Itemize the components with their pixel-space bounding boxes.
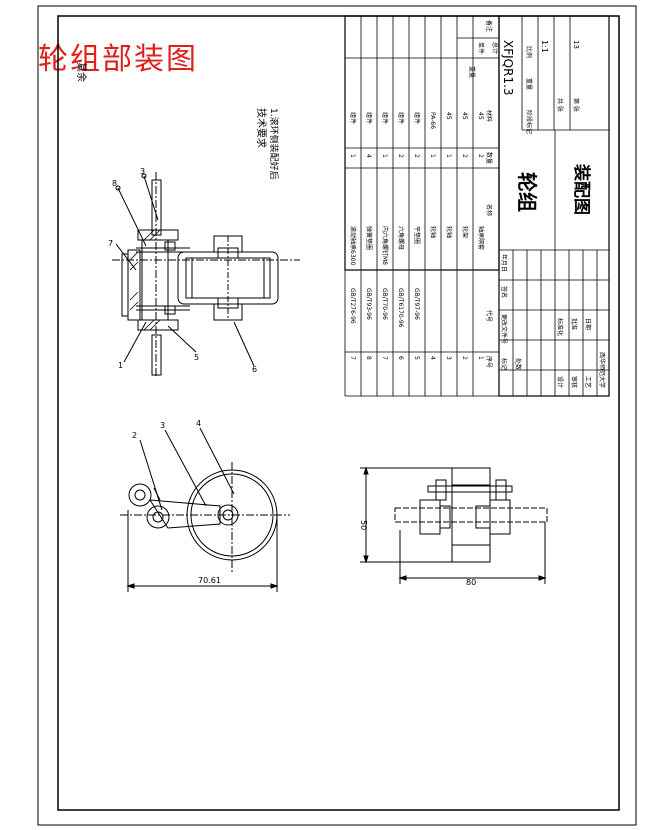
- balloon-2: 2: [132, 431, 137, 440]
- balloon-7: 7: [108, 239, 113, 248]
- bom-header-material: 材料: [485, 110, 493, 122]
- bom-header-weight: 重量: [468, 66, 476, 78]
- bom-row-5-name: 平垫圈: [413, 226, 421, 244]
- bom-header-total: 总计: [491, 42, 499, 54]
- tb-checker: 审核: [570, 376, 578, 388]
- dim-left-width: 70.61: [198, 576, 221, 585]
- bom-row-5-qty: 2: [413, 154, 420, 158]
- bom-row-5-code: GB/T97-96: [413, 288, 420, 320]
- scale-label: 比例: [525, 46, 533, 58]
- weight-label: 重量: [525, 78, 533, 90]
- tb-process: 工艺: [584, 376, 592, 388]
- tb-date: 年月日: [500, 254, 508, 272]
- sheet-number: 13: [572, 40, 580, 49]
- tb-change-doc: 更改文件号: [500, 314, 508, 344]
- tb-sign: 签名: [500, 286, 508, 298]
- bom-row-8-qty: 2: [461, 154, 468, 158]
- drawing-number: XFJQR1.3: [501, 40, 515, 96]
- bom-row-2-name: 弹簧垫圈: [365, 226, 373, 250]
- bom-row-1-mat: 组件: [349, 112, 357, 124]
- side-balloons: 2 3 4: [132, 419, 201, 440]
- top-view: [360, 466, 548, 584]
- title-sub: 装配图: [571, 163, 592, 215]
- bom-row-4-qty: 2: [397, 154, 404, 158]
- inner-frame: [57, 15, 620, 811]
- left-vertical-note: 其余: [75, 62, 88, 82]
- bom-row-9-no: 1: [477, 356, 484, 360]
- tb-standard: 标准化: [556, 318, 564, 336]
- bom-row-8-mat: 45: [461, 112, 468, 120]
- sheet-label: 第 张: [572, 98, 580, 112]
- balloon-8: 8: [112, 179, 117, 188]
- bom-row-6-name: 轮轴: [429, 226, 437, 238]
- dim-right-width: 80: [466, 578, 476, 587]
- section-balloons: 8 3 7 1 5 6: [108, 167, 257, 374]
- balloon-5: 5: [194, 353, 199, 362]
- tb-zones: 处数: [514, 358, 522, 370]
- tb-date2: 日期: [584, 318, 592, 330]
- tech-heading: 技术要求: [255, 108, 268, 148]
- bom-row-4-code: GB/T6170-96: [397, 288, 404, 328]
- bom-header-name: 名称: [485, 204, 493, 216]
- bom-row-2-mat: 组件: [365, 112, 373, 124]
- bom-row-9-mat: 45: [477, 112, 484, 120]
- bom-row-3-code: GB/T70-96: [381, 288, 388, 320]
- bom-row-2-code: GB/T93-96: [365, 288, 372, 320]
- bom-header-code: 代号: [485, 310, 493, 322]
- bom-row-8-no: 2: [461, 356, 468, 360]
- bom-header-qty: 数量: [485, 152, 493, 164]
- tb-org: 西华师范大学: [598, 352, 606, 388]
- bom-row-4-mat: 组件: [397, 112, 405, 124]
- bom-row-2-qty: 4: [365, 154, 372, 158]
- bom-row-5-no: 5: [413, 356, 420, 360]
- bom-row-3-mat: 组件: [381, 112, 389, 124]
- overlay-title: 轮组部装图: [38, 42, 198, 77]
- tb-rev: 标记: [500, 358, 508, 370]
- balloon-6: 6: [252, 365, 257, 374]
- bom-row-6-mat: PA-66: [429, 112, 436, 129]
- tb-designer: 设计: [556, 376, 564, 388]
- dim-right-height: 50: [359, 520, 368, 530]
- scale-value: 1:1: [540, 40, 549, 53]
- balloon-3: 3: [140, 167, 145, 176]
- bom-row-6-qty: 1: [429, 154, 436, 158]
- bom-row-7-name: 轮轴: [445, 226, 453, 238]
- sheets-label: 共 张: [556, 98, 564, 112]
- title-block: [498, 15, 610, 397]
- bom-row-3-no: 7: [381, 356, 388, 360]
- bom-cells: 滚动轴承6300 GB/T276-96 7 1 组件 弹簧垫圈 GB/T93-9…: [349, 20, 499, 368]
- stage-label: 阶段标记: [525, 110, 533, 134]
- bom-row-7-no: 3: [445, 356, 452, 360]
- bom-row-4-no: 6: [397, 356, 404, 360]
- bom-row-1-qty: 1: [349, 154, 356, 158]
- bom-row-9-name: 轴承隔套: [477, 226, 485, 250]
- bom-row-6-no: 4: [429, 356, 436, 360]
- bom-header-no: 序号: [485, 356, 493, 368]
- bom-row-5-mat: 组件: [413, 112, 421, 124]
- balloon-1: 1: [118, 361, 123, 370]
- bom-row-4-name: 六角螺母: [397, 226, 405, 250]
- bom-row-3-qty: 1: [381, 154, 388, 158]
- balloon-4: 4: [196, 419, 201, 428]
- bom-row-1-no: 7: [349, 356, 356, 360]
- title-main: 轮组: [515, 172, 539, 212]
- bom-row-1-name: 滚动轴承6300: [349, 226, 357, 265]
- bom-row-2-no: 8: [365, 356, 372, 360]
- bom-row-9-qty: 2: [477, 154, 484, 158]
- side-view: [120, 427, 290, 592]
- balloon-3b: 3: [160, 421, 165, 430]
- bom-header-note: 备注: [485, 20, 493, 32]
- bom-row-8-name: 轮架: [461, 226, 469, 238]
- title-block-text: XFJQR1.3 轮组 装配图 阶段标记 重量 比例 1:1 共 张 第 张 1…: [500, 40, 606, 388]
- bom-row-7-qty: 1: [445, 154, 452, 158]
- bom-row-7-mat: 45: [445, 112, 452, 120]
- bom-header-unit: 单件: [477, 42, 485, 54]
- bom-row-3-name: 内六角螺钉M8: [381, 226, 389, 265]
- section-view: [112, 172, 300, 378]
- bom-row-1-code: GB/T276-96: [349, 288, 356, 324]
- tb-approve: 批准: [570, 318, 578, 330]
- tech-item-1: 1.滚环侧装配好后: [268, 108, 280, 180]
- outer-border: [37, 5, 637, 826]
